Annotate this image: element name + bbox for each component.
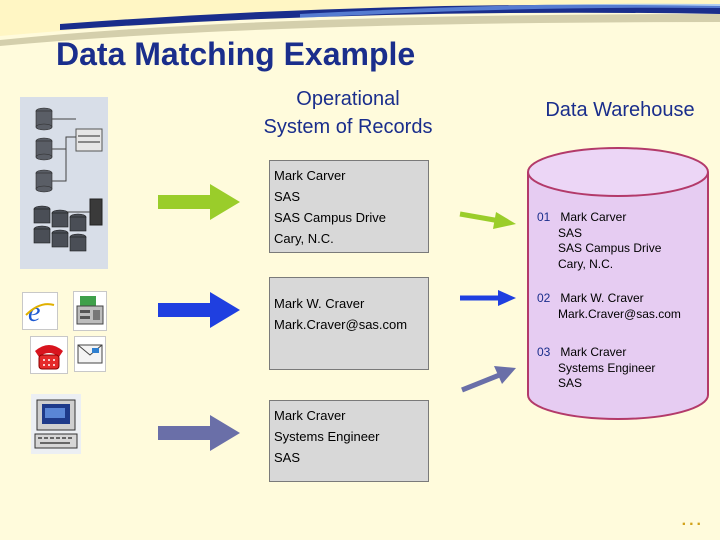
data-warehouse-cylinder (527, 147, 709, 420)
svg-text:e: e (28, 297, 40, 328)
source-arrow-1 (158, 184, 240, 220)
header-swoosh (0, 0, 720, 46)
fax-machine-icon (73, 291, 107, 331)
internet-explorer-icon: e (22, 292, 58, 330)
source-arrow-3 (158, 415, 240, 451)
more-indicator[interactable]: ... (681, 512, 704, 529)
source-record-3: Mark Craver Systems Engineer SAS (269, 400, 429, 482)
warehouse-record-2: 02 Mark W. Craver Mark.Craver@sas.com (537, 291, 681, 321)
match-arrow-1 (459, 211, 516, 229)
database-cluster-icon (20, 97, 108, 269)
match-arrow-2 (460, 290, 516, 306)
source-record-2: Mark W. Craver Mark.Craver@sas.com (269, 277, 429, 370)
computer-terminal-icon (31, 394, 81, 454)
warehouse-record-3: 03 Mark Craver Systems Engineer SAS (537, 345, 656, 390)
data-warehouse-title: Data Warehouse (545, 99, 695, 121)
telephone-icon (30, 336, 68, 374)
source-arrow-2 (158, 292, 240, 328)
page-title: Data Matching Example (56, 36, 416, 72)
email-icon (74, 336, 106, 372)
warehouse-record-1: 01 Mark Carver SAS SAS Campus Drive Cary… (537, 210, 662, 271)
source-record-1: Mark Carver SAS SAS Campus Drive Cary, N… (269, 160, 429, 253)
operational-system-title: Operational System of Records (263, 88, 433, 138)
match-arrow-3 (461, 366, 516, 393)
